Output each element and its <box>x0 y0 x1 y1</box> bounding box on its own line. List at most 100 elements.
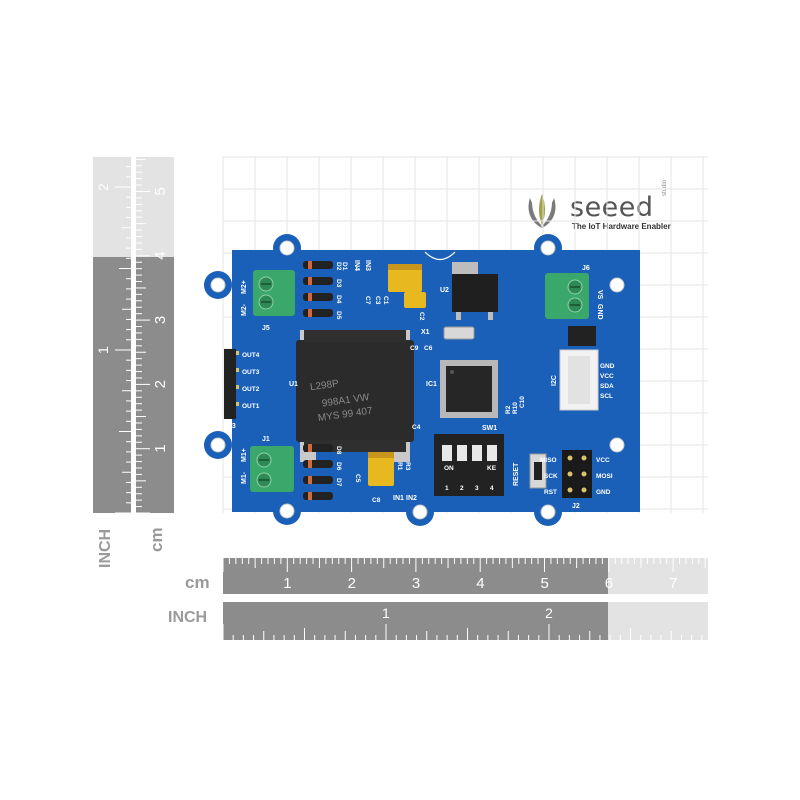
label-j5: J5 <box>262 325 270 332</box>
label-i2c-sda: SDA <box>600 383 614 390</box>
label-dip-1: 1 <box>445 485 449 492</box>
label-j2: J2 <box>572 503 580 510</box>
label-c1: C1 <box>382 296 389 305</box>
label-in1: IN1 <box>393 495 404 502</box>
label-d6: D6 <box>335 462 342 471</box>
ruler-cm-tick-label: 2 <box>348 575 356 592</box>
crystal-x1 <box>443 326 475 340</box>
label-m2-neg: M2- <box>241 303 248 316</box>
label-c9: C9 <box>410 345 419 352</box>
capacitor-c2 <box>388 264 422 292</box>
screw-terminal-j5 <box>253 270 295 316</box>
ruler-cm-tick-label: 5 <box>152 187 169 195</box>
vertical-inch-label: INCH <box>97 529 114 568</box>
label-reset: RESET <box>513 462 520 486</box>
capacitor-c6 <box>368 452 394 486</box>
mount-hole <box>540 240 556 256</box>
label-miso: MISO <box>540 457 557 464</box>
label-sck: SCK <box>544 473 558 480</box>
label-c3: C3 <box>374 296 381 305</box>
label-x1: X1 <box>421 329 430 336</box>
label-d7: D7 <box>335 478 342 487</box>
vertical-ruler-inch: 12 <box>93 157 131 514</box>
mount-hole <box>609 277 625 293</box>
label-in3: IN3 <box>364 260 371 271</box>
horizontal-inch-label: INCH <box>168 609 207 626</box>
ruler-cm-tick-label: 4 <box>152 251 169 259</box>
mount-hole <box>210 437 226 453</box>
mount-hole <box>279 503 295 519</box>
label-d2: D2 <box>335 262 342 271</box>
label-i2c-scl: SCL <box>600 393 613 400</box>
ruler-inch-tick-label: 2 <box>545 605 553 621</box>
ruler-cm-tick-label: 1 <box>152 444 169 452</box>
label-d5: D5 <box>335 311 342 320</box>
ruler-cm-tick-label: 2 <box>152 380 169 388</box>
label-gnd-isp: GND <box>596 489 611 496</box>
isp-header-j2 <box>562 450 592 498</box>
label-in4: IN4 <box>353 260 360 271</box>
label-r3: R3 <box>404 462 411 471</box>
label-u1: U1 <box>289 381 298 388</box>
label-d3: D3 <box>335 279 342 288</box>
mount-hole <box>210 277 226 293</box>
pin-header-j3 <box>224 349 239 419</box>
label-out2: OUT2 <box>242 386 260 393</box>
label-d1: D1 <box>341 262 348 271</box>
label-c7: C7 <box>364 296 371 305</box>
label-dip-on: ON <box>444 465 454 472</box>
diode-array-top <box>303 261 333 317</box>
label-d8: D8 <box>335 446 342 455</box>
label-j1: J1 <box>262 436 270 443</box>
label-i2c-gnd: GND <box>600 363 615 370</box>
label-sw1: SW1 <box>482 425 497 432</box>
reset-button[interactable] <box>529 453 547 489</box>
voltage-regulator-u2 <box>452 262 498 320</box>
capacitor-c2-band <box>388 264 422 270</box>
label-ic1: IC1 <box>426 381 437 388</box>
ruler-inch-tick-label: 1 <box>95 346 111 354</box>
label-c4: C4 <box>412 424 421 431</box>
label-dip-ke: KE <box>487 465 497 472</box>
label-c6: C6 <box>424 345 433 352</box>
label-mosi: MOSI <box>596 473 613 480</box>
ruler-cm-tick-label: 5 <box>541 575 549 592</box>
label-out3: OUT3 <box>242 369 260 376</box>
vertical-ruler-cm: 1 2 3 4 5 <box>136 157 174 514</box>
label-gnd-power: GND <box>596 304 603 320</box>
vertical-cm-label: cm <box>147 527 166 552</box>
horizontal-cm-label: cm <box>185 573 210 592</box>
label-out1: OUT1 <box>242 403 260 410</box>
label-c10: C10 <box>519 396 526 408</box>
ruler-inch-tick-label: 1 <box>382 605 390 621</box>
l298p-driver-chip: L298P 998A1 VW MYS 99 407 <box>296 330 414 462</box>
mount-hole <box>609 437 625 453</box>
motor-driver-board: L298P 998A1 VW MYS 99 407 <box>204 234 640 526</box>
chip-marking-1: L298P <box>309 378 339 393</box>
label-rst: RST <box>544 489 557 496</box>
capacitor-c1 <box>404 292 426 308</box>
label-m1-pos: M1+ <box>241 448 248 462</box>
diode-array-bottom <box>303 444 333 500</box>
label-r10: R10 <box>512 402 519 414</box>
mount-hole <box>412 504 428 520</box>
label-dip-3: 3 <box>475 485 479 492</box>
ruler-cm-tick-label: 7 <box>669 575 677 592</box>
ruler-cm-tick-label: 3 <box>152 316 169 324</box>
mount-hole <box>540 504 556 520</box>
label-dip-2: 2 <box>460 485 464 492</box>
screw-terminal-j6 <box>545 273 589 319</box>
label-out4: OUT4 <box>242 352 260 359</box>
label-d4: D4 <box>335 295 342 304</box>
label-i2c-vcc: VCC <box>600 373 614 380</box>
dip-switch-sw1 <box>434 434 504 496</box>
label-m1-neg: M1- <box>241 471 248 484</box>
grove-i2c-connector <box>559 326 599 411</box>
ruler-cm-tick-label: 4 <box>476 575 484 592</box>
label-m2-pos: M2+ <box>241 280 248 294</box>
label-c8: C8 <box>372 497 381 504</box>
microcontroller-ic1 <box>440 360 498 418</box>
